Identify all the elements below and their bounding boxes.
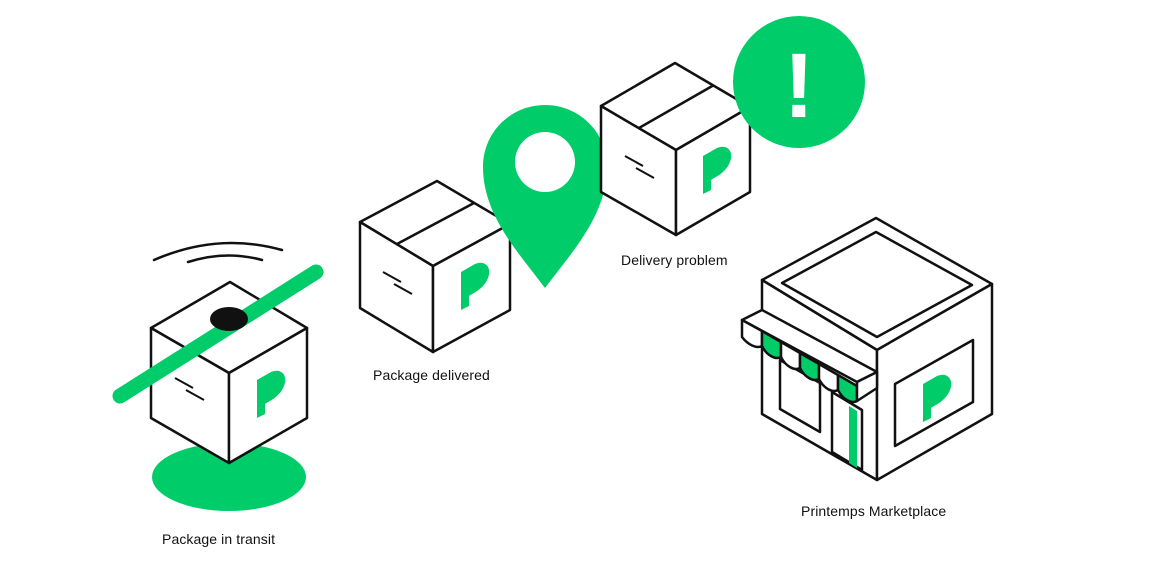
stage-label-transit: Package in transit: [162, 531, 276, 547]
box-label-mark: [382, 271, 402, 283]
box-tape-line: [638, 83, 715, 130]
box-label-mark: [185, 389, 205, 401]
package-problem-icon: [599, 61, 752, 237]
brand-logo-icon: [703, 146, 732, 194]
alert-badge-icon: !: [733, 16, 865, 148]
location-pin-hole: [515, 132, 575, 192]
store-roof-inner: [780, 230, 974, 339]
stage-label-marketplace: Printemps Marketplace: [801, 503, 947, 519]
stage-label-delivered: Package delivered: [373, 367, 490, 383]
location-pin-shape: [483, 105, 607, 288]
alert-circle: [733, 16, 865, 148]
propeller-blade: [112, 264, 324, 404]
motion-arc-outer: [152, 241, 284, 262]
brand-logo-icon: [257, 370, 286, 418]
box-label-mark: [624, 155, 644, 167]
storefront-icon: [740, 216, 994, 482]
shadow-ellipse: [152, 443, 306, 511]
location-pin-icon: [483, 105, 607, 288]
brand-logo-icon: [923, 374, 952, 422]
alert-symbol: !: [784, 35, 815, 137]
brand-logo-icon: [461, 262, 490, 310]
awning-right-edge: [855, 370, 879, 403]
package-delivered-icon: [358, 179, 512, 354]
box-label-mark: [393, 283, 413, 295]
box-label-mark: [635, 167, 655, 179]
box-tape-line: [396, 201, 475, 246]
propeller-hub: [210, 307, 248, 331]
package-transit-icon: [112, 241, 324, 511]
box-label-mark: [174, 377, 194, 389]
motion-arc-inner: [186, 254, 264, 264]
stage-label-problem: Delivery problem: [621, 252, 728, 268]
store-door-stripe: [849, 406, 857, 468]
